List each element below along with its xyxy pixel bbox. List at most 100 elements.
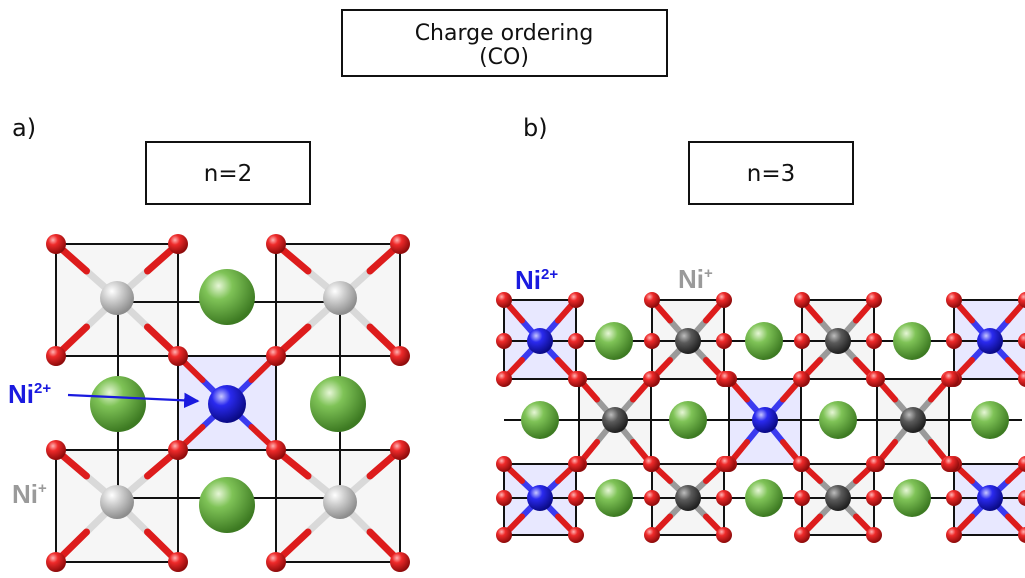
oxygen-atom xyxy=(168,440,188,460)
panel-b-letter: b) xyxy=(523,114,548,142)
panel-a-ni2-arrow xyxy=(67,392,200,409)
ni1-atom xyxy=(323,485,357,519)
oxygen-atom xyxy=(794,333,810,349)
ni2-atom xyxy=(208,385,246,423)
ni2-atom xyxy=(977,328,1003,354)
oxygen-atom xyxy=(1018,292,1025,308)
oxygen-atom xyxy=(496,292,512,308)
oxygen-atom xyxy=(568,333,584,349)
oxygen-atom xyxy=(794,527,810,543)
oxygen-atom xyxy=(390,234,410,254)
panel-a-letter: a) xyxy=(12,114,36,142)
la-atom xyxy=(595,322,633,360)
oxygen-atom xyxy=(866,292,882,308)
oxygen-atom xyxy=(644,333,660,349)
oxygen-atom xyxy=(643,456,659,472)
oxygen-atom xyxy=(943,456,959,472)
oxygen-atom xyxy=(168,234,188,254)
la-atom xyxy=(669,401,707,439)
oxygen-atom xyxy=(1018,490,1025,506)
la-atom xyxy=(745,479,783,517)
oxygen-atom xyxy=(866,490,882,506)
structure-panel-b xyxy=(496,292,1025,543)
oxygen-atom xyxy=(168,346,188,366)
la-atom xyxy=(745,322,783,360)
ni1-atom xyxy=(675,485,701,511)
oxygen-atom xyxy=(719,371,735,387)
panel-a-ni1-label: Ni+ xyxy=(12,479,47,509)
oxygen-atom xyxy=(1018,527,1025,543)
oxygen-atom xyxy=(496,456,512,472)
ni2-atom xyxy=(527,485,553,511)
oxygen-atom xyxy=(568,527,584,543)
la-atom xyxy=(819,401,857,439)
oxygen-atom xyxy=(496,527,512,543)
oxygen-atom xyxy=(390,552,410,572)
oxygen-atom xyxy=(569,456,585,472)
oxygen-atom xyxy=(716,292,732,308)
oxygen-atom xyxy=(266,552,286,572)
la-atom xyxy=(90,376,146,432)
oxygen-atom xyxy=(568,490,584,506)
ni1-atom xyxy=(100,485,134,519)
oxygen-atom xyxy=(716,490,732,506)
panel-a-n-label: n=2 xyxy=(204,161,252,187)
oxygen-atom xyxy=(866,527,882,543)
panel-b-ni2-label: Ni2+ xyxy=(515,265,558,295)
ni2-atom xyxy=(752,407,778,433)
oxygen-atom xyxy=(716,527,732,543)
title-line-1: Charge ordering xyxy=(415,21,594,46)
oxygen-atom xyxy=(644,527,660,543)
la-atom xyxy=(595,479,633,517)
oxygen-atom xyxy=(496,371,512,387)
panel-b-ni1-label: Ni+ xyxy=(678,264,713,294)
ni1-atom xyxy=(900,407,926,433)
oxygen-atom xyxy=(266,440,286,460)
oxygen-atom xyxy=(644,292,660,308)
oxygen-atom xyxy=(643,371,659,387)
oxygen-atom xyxy=(868,456,884,472)
oxygen-atom xyxy=(1018,333,1025,349)
oxygen-atom xyxy=(46,346,66,366)
ni1-atom xyxy=(825,485,851,511)
oxygen-atom xyxy=(46,552,66,572)
oxygen-atom xyxy=(719,456,735,472)
oxygen-atom xyxy=(569,371,585,387)
la-atom xyxy=(893,479,931,517)
oxygen-atom xyxy=(46,234,66,254)
oxygen-atom xyxy=(168,552,188,572)
panel-b-n-box: n=3 xyxy=(688,141,854,205)
oxygen-atom xyxy=(266,346,286,366)
ni2-atom xyxy=(527,328,553,354)
la-atom xyxy=(199,269,255,325)
la-atom xyxy=(893,322,931,360)
la-atom xyxy=(310,376,366,432)
oxygen-atom xyxy=(946,527,962,543)
oxygen-atom xyxy=(943,371,959,387)
oxygen-atom xyxy=(866,333,882,349)
title-box: Charge ordering (CO) xyxy=(341,9,668,77)
oxygen-atom xyxy=(946,292,962,308)
oxygen-atom xyxy=(794,490,810,506)
la-atom xyxy=(199,477,255,533)
ni1-atom xyxy=(602,407,628,433)
oxygen-atom xyxy=(496,490,512,506)
la-atom xyxy=(521,401,559,439)
ni1-atom xyxy=(675,328,701,354)
panel-b-n-label: n=3 xyxy=(747,161,795,187)
oxygen-atom xyxy=(1018,371,1025,387)
ni1-atom xyxy=(825,328,851,354)
oxygen-atom xyxy=(716,333,732,349)
oxygen-atom xyxy=(496,333,512,349)
oxygen-atom xyxy=(46,440,66,460)
oxygen-atom xyxy=(390,346,410,366)
oxygen-atom xyxy=(266,234,286,254)
oxygen-atom xyxy=(868,371,884,387)
oxygen-atom xyxy=(390,440,410,460)
oxygen-atom xyxy=(793,456,809,472)
oxygen-atom xyxy=(794,292,810,308)
oxygen-atom xyxy=(644,490,660,506)
oxygen-atom xyxy=(793,371,809,387)
oxygen-atom xyxy=(946,490,962,506)
